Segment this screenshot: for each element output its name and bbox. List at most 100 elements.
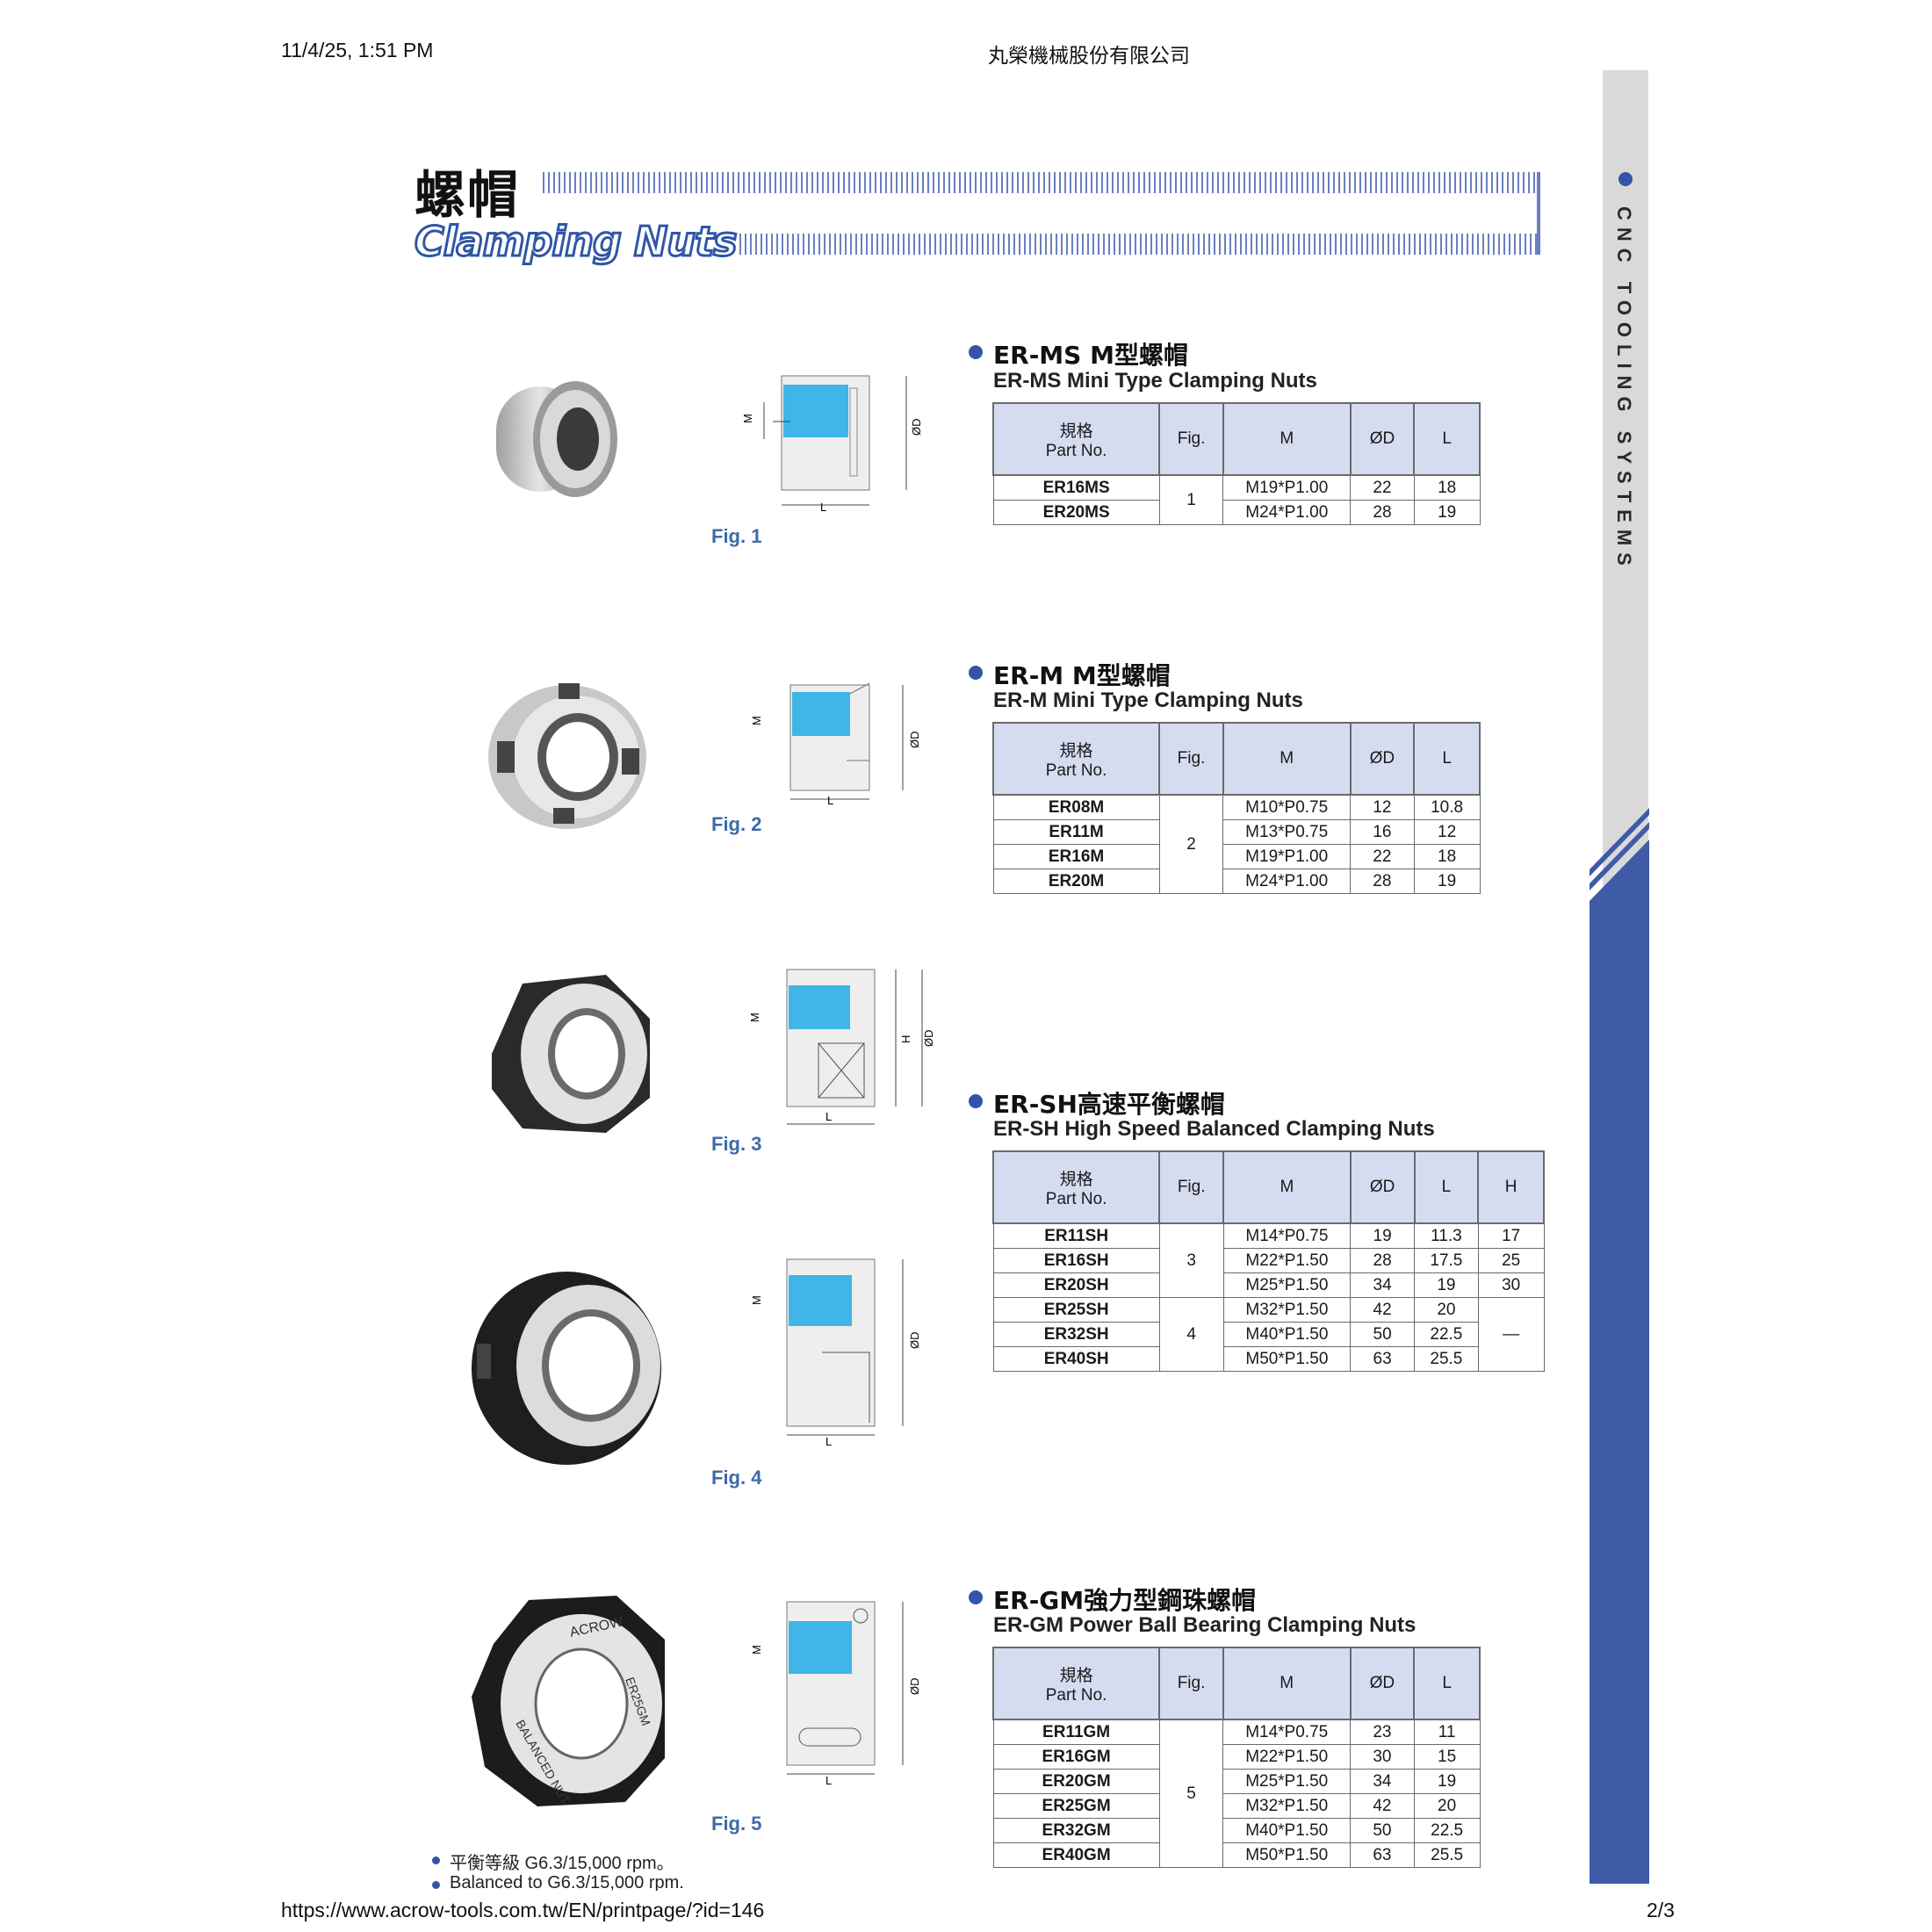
fig3-dim-h: H (899, 1035, 912, 1043)
fig1-label: Fig. 1 (711, 525, 762, 547)
fig3-dim-od: ØD (922, 1030, 935, 1048)
fig4-dim-l: L (825, 1435, 832, 1448)
l-header: L (1413, 1647, 1481, 1720)
fig5-dim-l: L (825, 1774, 832, 1787)
page-number: 2/3 (1647, 1899, 1675, 1921)
er-gm-title-en: ER-GM Power Ball Bearing Clamping Nuts (993, 1613, 1417, 1637)
fig-header: Fig. (1158, 1150, 1225, 1224)
fig2-label: Fig. 2 (711, 813, 762, 835)
fig-header: Fig. (1158, 402, 1224, 476)
fig3-label: Fig. 3 (711, 1133, 762, 1155)
section-bullet (969, 1094, 983, 1108)
er-m-nut-photo (488, 683, 646, 829)
m-header: M (1222, 722, 1352, 796)
er-m-title-cn: ER-M M型螺帽 (993, 661, 1171, 690)
od-header: ØD (1349, 402, 1416, 476)
fig5-dim-m: M (750, 1645, 763, 1654)
page-title-en: Clamping Nuts (414, 217, 739, 267)
side-label: CNC TOOLING SYSTEMS (1613, 206, 1635, 573)
fig5-label: Fig. 5 (711, 1813, 762, 1835)
section-bullet (969, 666, 983, 680)
fig3-dim-l: L (825, 1110, 832, 1123)
fig1-drawing: M ØD L (741, 375, 923, 514)
er-gm-title-cn: ER-GM強力型鋼珠螺帽 (993, 1586, 1257, 1615)
m-header: M (1222, 1150, 1352, 1224)
fig2-dim-od: ØD (908, 732, 921, 749)
side-dot (1618, 172, 1633, 186)
l-header: L (1413, 1150, 1480, 1224)
section-bullet (969, 345, 983, 359)
er-ms-title-en: ER-MS Mini Type Clamping Nuts (993, 369, 1317, 393)
fig1-dim-l: L (820, 501, 826, 514)
footer-url[interactable]: https://www.acrow-tools.com.tw/EN/printp… (281, 1899, 765, 1921)
er-ms-nut-photo (496, 381, 617, 497)
fig4-dim-od: ØD (908, 1332, 921, 1350)
fig5-dim-od: ØD (908, 1678, 921, 1696)
fig3-dim-m: M (748, 1013, 761, 1022)
fig1-dim-od: ØD (910, 419, 923, 436)
side-band (1603, 70, 1648, 948)
er-gm-nut-photo: ACROW ER25GM BALANCED NUT (472, 1596, 665, 1807)
fig-header: Fig. (1158, 1647, 1224, 1720)
er-sh-large-nut-photo (472, 1272, 661, 1465)
er-m-title-en: ER-M Mini Type Clamping Nuts (993, 688, 1303, 712)
note-bullet (432, 1881, 440, 1889)
fig4-drawing: M ØD L (750, 1258, 921, 1448)
fig5-drawing: M ØD L (750, 1601, 921, 1787)
fig2-drawing: M ØD L (750, 682, 921, 807)
h-header: H (1477, 1150, 1545, 1224)
balance-note-cn: 平衡等級 G6.3/15,000 rpm。 (450, 1854, 674, 1873)
fig2-dim-l: L (827, 794, 833, 807)
company-name: 丸榮機械股份有限公司 (988, 44, 1190, 67)
od-header: ØD (1349, 1150, 1416, 1224)
er-sh-title-cn: ER-SH高速平衡螺帽 (993, 1090, 1225, 1119)
fig1-dim-m: M (741, 414, 754, 423)
side-blue-band (1590, 808, 1649, 1884)
er-ms-title-cn: ER-MS M型螺帽 (993, 341, 1188, 370)
fig-header: Fig. (1158, 722, 1224, 796)
title-hatch-bottom (739, 234, 1539, 255)
od-header: ØD (1349, 722, 1416, 796)
print-timestamp: 11/4/25, 1:51 PM (281, 39, 434, 61)
od-header: ØD (1349, 1647, 1416, 1720)
m-header: M (1222, 402, 1352, 476)
l-header: L (1413, 722, 1481, 796)
note-bullet (432, 1856, 440, 1864)
title-hatch-top (543, 172, 1544, 193)
balance-note-en: Balanced to G6.3/15,000 rpm. (450, 1873, 684, 1891)
section-bullet (969, 1590, 983, 1604)
fig4-label: Fig. 4 (711, 1467, 762, 1489)
er-sh-title-en: ER-SH High Speed Balanced Clamping Nuts (993, 1117, 1435, 1141)
m-header: M (1222, 1647, 1352, 1720)
title-hatch-end (1537, 172, 1540, 255)
er-sh-nut-photo (492, 975, 650, 1133)
